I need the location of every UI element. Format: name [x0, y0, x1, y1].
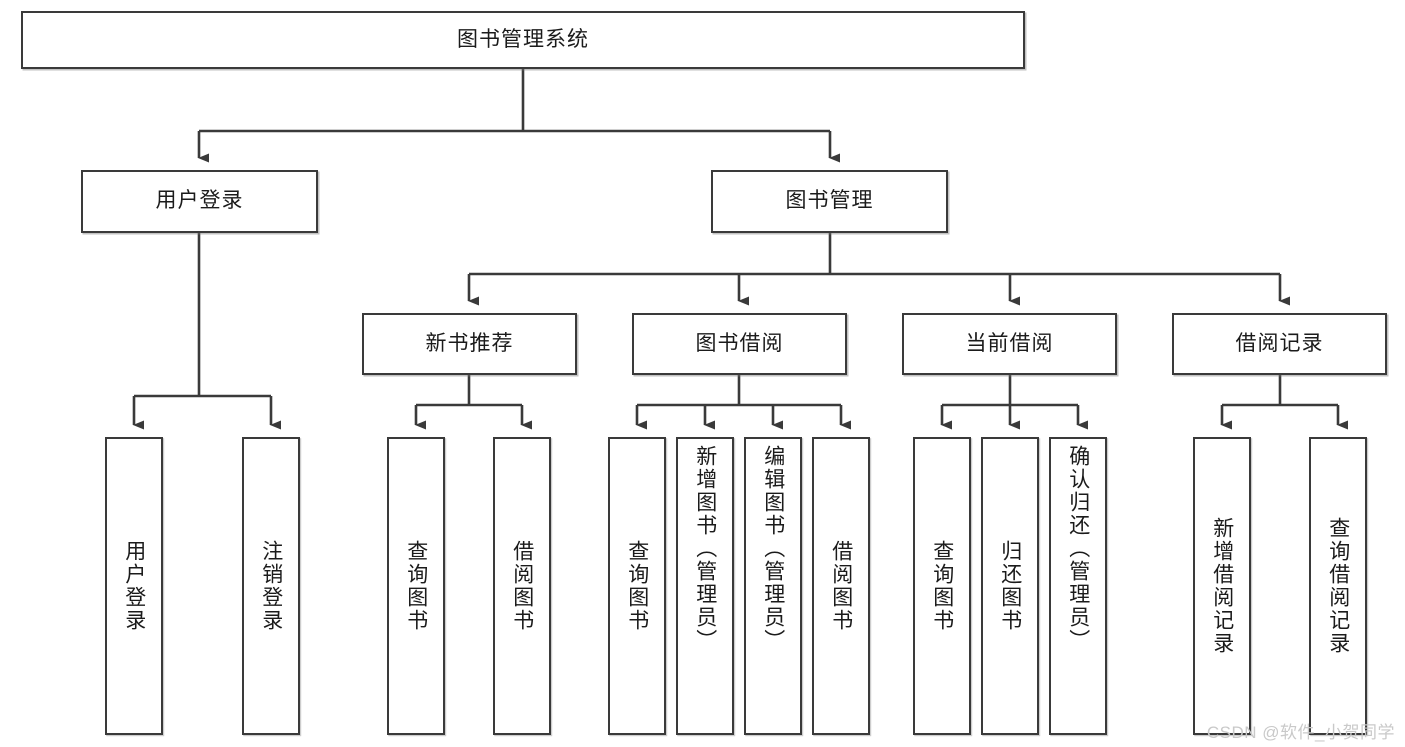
leaf-new-book-query[interactable]: 查询图书 [387, 437, 445, 735]
watermark: CSDN @软件_小贺同学 [1206, 723, 1395, 742]
node-label: 当前借阅 [965, 331, 1054, 355]
node-label: 查询借阅记录 [1326, 517, 1350, 655]
node-label: 注销登录 [259, 540, 283, 632]
node-label: 图书管理系统 [457, 27, 589, 51]
node-new-book-recommend[interactable]: 新书推荐 [362, 313, 577, 375]
node-book-management[interactable]: 图书管理 [711, 170, 948, 233]
node-current-borrow[interactable]: 当前借阅 [902, 313, 1117, 375]
node-label: 查询图书 [625, 540, 649, 632]
node-label: 借阅记录 [1235, 331, 1324, 355]
node-label: 新增图书（管理员） [693, 445, 717, 652]
node-label: 用户登录 [155, 189, 244, 213]
node-label: 用户登录 [122, 540, 146, 632]
node-label: 新书推荐 [425, 331, 514, 355]
node-book-borrow[interactable]: 图书借阅 [632, 313, 847, 375]
node-label: 图书管理 [785, 189, 874, 213]
node-label: 归还图书 [998, 540, 1022, 632]
leaf-borrow-borrow-book[interactable]: 借阅图书 [812, 437, 870, 735]
leaf-borrow-edit-book-admin[interactable]: 编辑图书（管理员） [744, 437, 802, 735]
node-borrow-records[interactable]: 借阅记录 [1172, 313, 1387, 375]
node-label: 编辑图书（管理员） [761, 445, 785, 652]
leaf-current-confirm-return-admin[interactable]: 确认归还（管理员） [1049, 437, 1107, 735]
leaf-user-login-logout[interactable]: 注销登录 [242, 437, 300, 735]
node-label: 新增借阅记录 [1210, 517, 1234, 655]
node-label: 查询图书 [404, 540, 428, 632]
leaf-borrow-query-book[interactable]: 查询图书 [608, 437, 666, 735]
leaf-current-return-book[interactable]: 归还图书 [981, 437, 1039, 735]
node-label: 确认归还（管理员） [1066, 445, 1090, 652]
node-user-login[interactable]: 用户登录 [81, 170, 318, 233]
leaf-current-query-book[interactable]: 查询图书 [913, 437, 971, 735]
leaf-user-login-login[interactable]: 用户登录 [105, 437, 163, 735]
node-label: 借阅图书 [829, 540, 853, 632]
node-root-system[interactable]: 图书管理系统 [21, 11, 1025, 69]
node-label: 图书借阅 [695, 331, 784, 355]
node-label: 查询图书 [930, 540, 954, 632]
leaf-new-book-borrow[interactable]: 借阅图书 [493, 437, 551, 735]
leaf-records-add-record[interactable]: 新增借阅记录 [1193, 437, 1251, 735]
node-label: 借阅图书 [510, 540, 534, 632]
leaf-borrow-add-book-admin[interactable]: 新增图书（管理员） [676, 437, 734, 735]
leaf-records-query-record[interactable]: 查询借阅记录 [1309, 437, 1367, 735]
